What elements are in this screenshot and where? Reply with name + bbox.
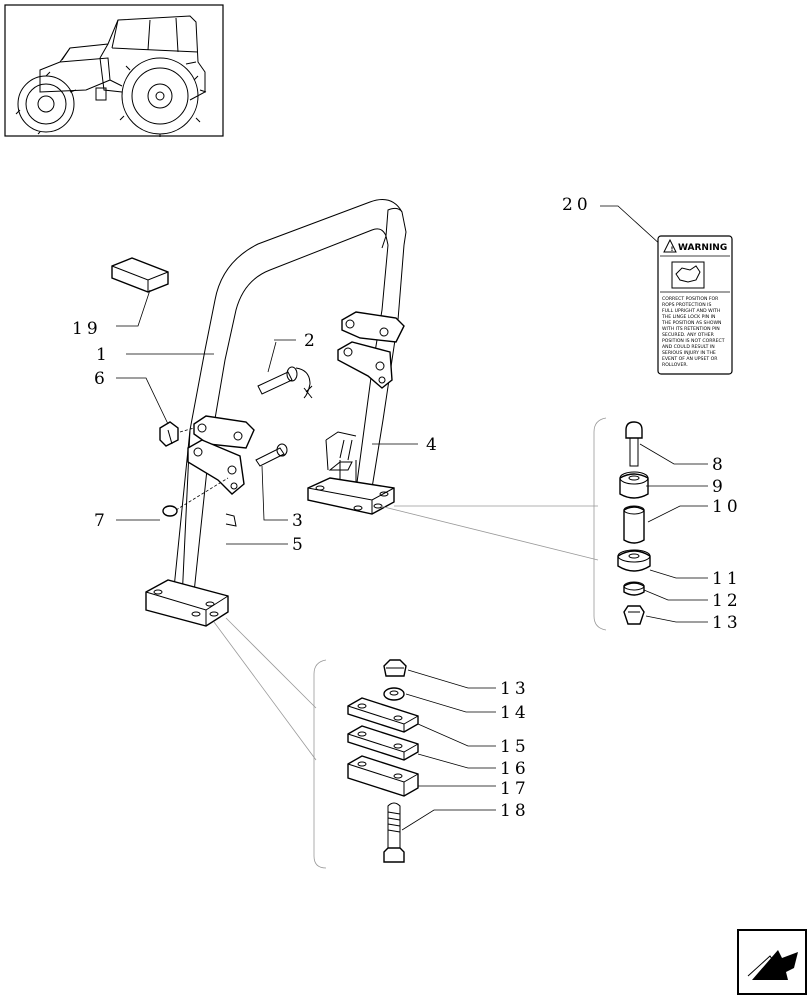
callout-5: 5: [292, 535, 307, 555]
next-page-arrow-icon[interactable]: [737, 929, 807, 995]
warning-line: EVENT OF AN UPSET OR: [662, 356, 718, 362]
lock-pin: [257, 366, 313, 399]
leader-lines: [116, 205, 708, 831]
callout-10: 10: [712, 497, 742, 517]
clip-6: [159, 421, 179, 447]
callout-13a: 13: [712, 613, 742, 633]
callout-2: 2: [304, 331, 319, 351]
callout-labels: 19 1 2 6 4 7 3 5 20 8 9 10 11 12 13 13 1…: [72, 195, 742, 821]
warning-line: SERIOUS INJURY IN THE: [662, 350, 716, 356]
warning-line: CORRECT POSITION FOR: [662, 296, 719, 302]
callout-4: 4: [426, 435, 441, 455]
callout-6: 6: [94, 369, 109, 389]
callout-11: 11: [712, 569, 742, 589]
callout-17: 17: [500, 779, 530, 799]
mounting-stack-group: [313, 659, 419, 869]
isolator-group: [593, 417, 651, 631]
callout-19: 19: [72, 319, 102, 339]
svg-text:!: !: [671, 246, 674, 253]
warning-line: THE POSITION AS SHOWN: [661, 320, 721, 326]
warning-line: ROLLOVER.: [662, 362, 688, 368]
warning-line: FULL UPRIGHT AND WITH: [662, 308, 720, 314]
warning-title: WARNING: [678, 243, 727, 253]
rops-frame: [172, 199, 407, 603]
callout-1: 1: [96, 345, 111, 365]
tractor-thumbnail-icon: [4, 4, 224, 137]
warning-line: AND COULD RESULT IN: [662, 344, 715, 350]
warning-line: POSITION IS NOT CORRECT: [662, 338, 725, 344]
bolt-3: [255, 443, 288, 467]
warning-line: WITH ITS RETENTION PIN: [662, 326, 720, 332]
callout-15: 15: [500, 737, 530, 757]
callout-13b: 13: [500, 679, 530, 699]
callout-8: 8: [712, 455, 727, 475]
callout-3: 3: [292, 511, 307, 531]
warning-line: SECURED. ANY OTHER: [662, 332, 715, 338]
callout-16: 16: [500, 759, 530, 779]
callout-20: 20: [562, 195, 592, 215]
callout-7: 7: [94, 511, 109, 531]
callout-18: 18: [500, 801, 530, 821]
left-base-plate: [145, 579, 229, 627]
callout-9: 9: [712, 477, 727, 497]
pad-19: [111, 257, 169, 293]
hinge-brackets: [187, 311, 405, 527]
callout-12: 12: [712, 591, 742, 611]
warning-line: ROPS PROTECTION IS: [662, 302, 711, 308]
washer-7: [162, 505, 178, 517]
warning-line: THE LINGE LOCK PIN IN: [661, 314, 715, 320]
right-base-plate: [307, 477, 395, 515]
callout-14: 14: [500, 703, 530, 723]
